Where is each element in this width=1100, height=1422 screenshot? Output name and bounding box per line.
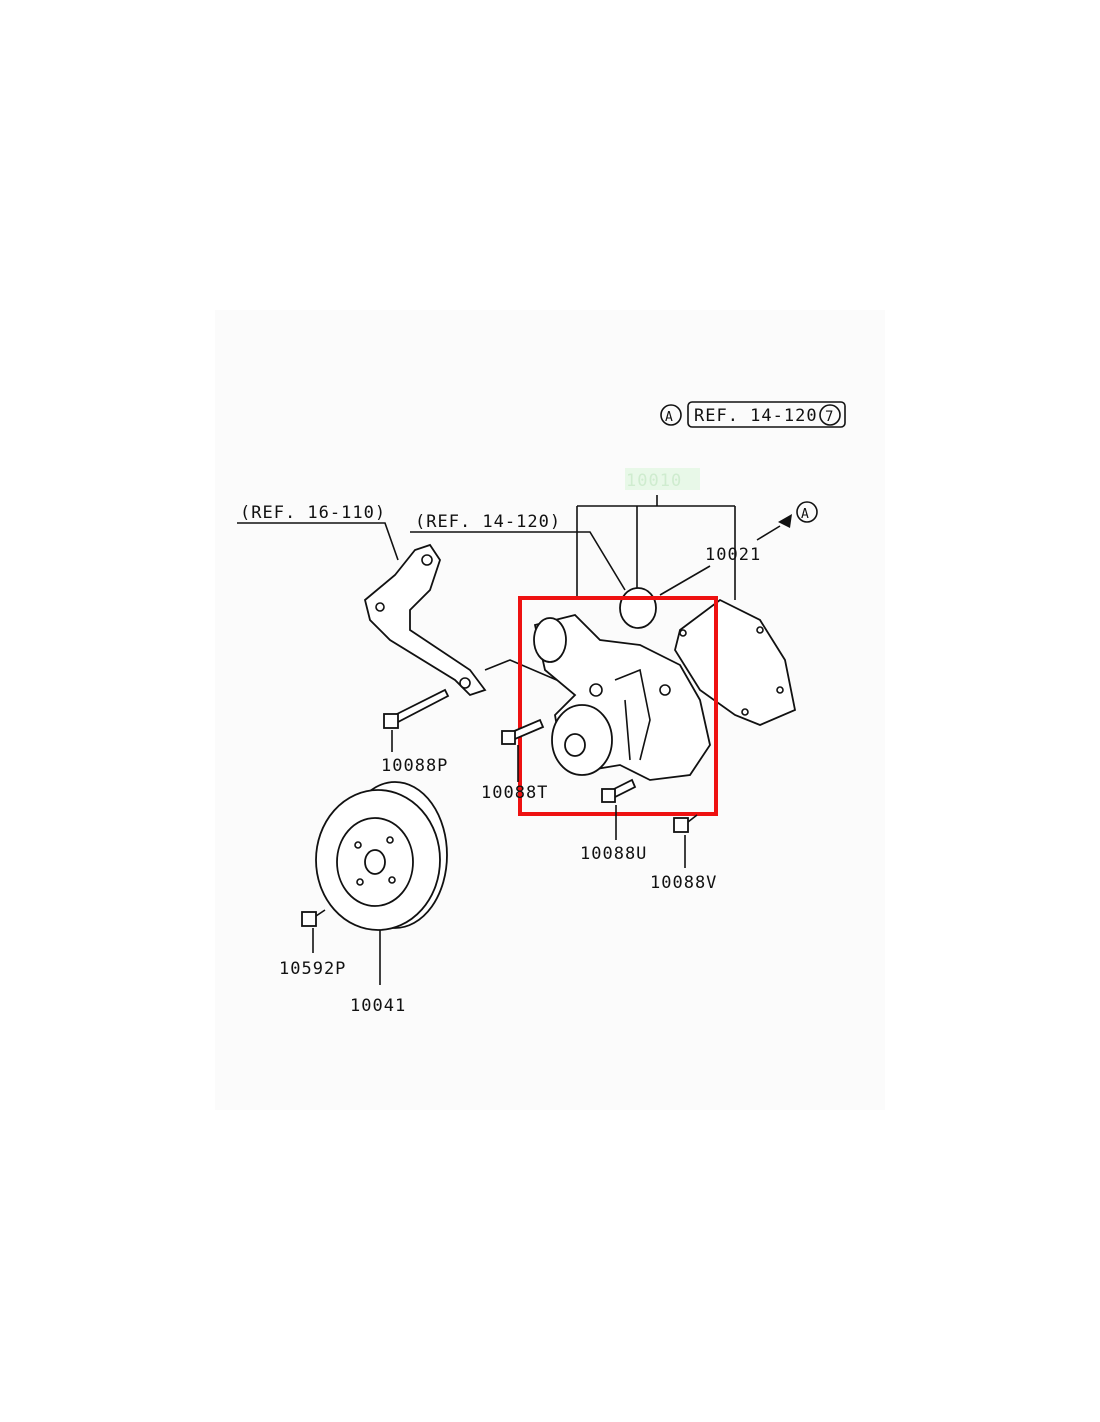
part-label-10088p[interactable]: 10088P — [381, 756, 448, 776]
ref-a-label: A — [665, 410, 674, 425]
highlight-box — [518, 596, 718, 816]
part-label-10088u[interactable]: 10088U — [580, 844, 647, 864]
ref-a2-label: A — [801, 507, 810, 522]
arrow-line — [756, 525, 781, 541]
gasket — [674, 598, 797, 726]
ref-top-num: 7 — [825, 409, 834, 425]
part-label-10088v[interactable]: 10088V — [650, 873, 717, 893]
part-label-10041[interactable]: 10041 — [350, 996, 406, 1016]
o-ring — [619, 587, 657, 629]
ref-a2-circle — [796, 501, 818, 523]
ref-top: A REF. 14-120 7 — [660, 401, 846, 428]
part-label-10010[interactable]: 10010 — [626, 471, 682, 491]
bolt-10592p — [301, 911, 317, 927]
part-label-10021[interactable]: 10021 — [705, 545, 761, 565]
part-label-10592p[interactable]: 10592P — [279, 959, 346, 979]
ref-num-circle — [819, 404, 841, 426]
arrow-icon — [778, 514, 792, 528]
ref-top-text[interactable]: REF. 14-120 — [694, 406, 818, 426]
leader-10021 — [659, 565, 711, 596]
leader-ref-pump — [410, 531, 626, 591]
assembly-label-bg — [625, 468, 700, 490]
bolt-10088p — [393, 688, 450, 724]
ref-pump-label[interactable]: (REF. 14-120) — [415, 512, 561, 532]
ref-bracket-label[interactable]: (REF. 16-110) — [240, 503, 386, 523]
assembly-bracket-lines — [576, 495, 736, 600]
ref-top-box — [687, 401, 846, 428]
leader-ref-bracket — [237, 522, 399, 561]
water-pump — [533, 614, 711, 781]
bolt-10088t — [510, 718, 545, 741]
bolt-10088v — [673, 817, 689, 833]
bracket — [363, 543, 487, 697]
pulley — [315, 781, 448, 931]
part-label-10088t[interactable]: 10088T — [481, 783, 548, 803]
ref-a-circle — [660, 404, 682, 426]
